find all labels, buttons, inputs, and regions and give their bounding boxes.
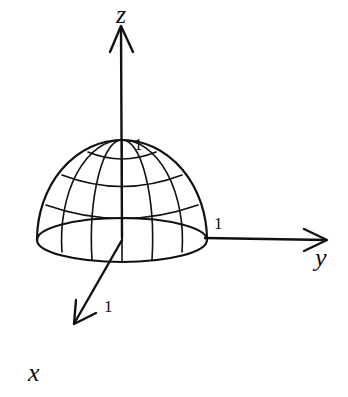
axis-label: x bbox=[28, 360, 40, 386]
parallel bbox=[62, 175, 182, 187]
axis-label: y bbox=[315, 245, 327, 271]
unit-mark: 1 bbox=[104, 298, 113, 315]
y-axis bbox=[205, 238, 326, 240]
meridian bbox=[122, 140, 182, 252]
x-arrowhead bbox=[74, 300, 96, 324]
x-axis bbox=[75, 240, 122, 322]
unit-mark: 1 bbox=[214, 215, 223, 232]
parallel bbox=[46, 205, 198, 219]
parallel bbox=[88, 152, 156, 159]
axis-label: z bbox=[116, 2, 126, 28]
unit-mark: 1 bbox=[134, 136, 143, 153]
z-arrowhead bbox=[110, 26, 133, 52]
